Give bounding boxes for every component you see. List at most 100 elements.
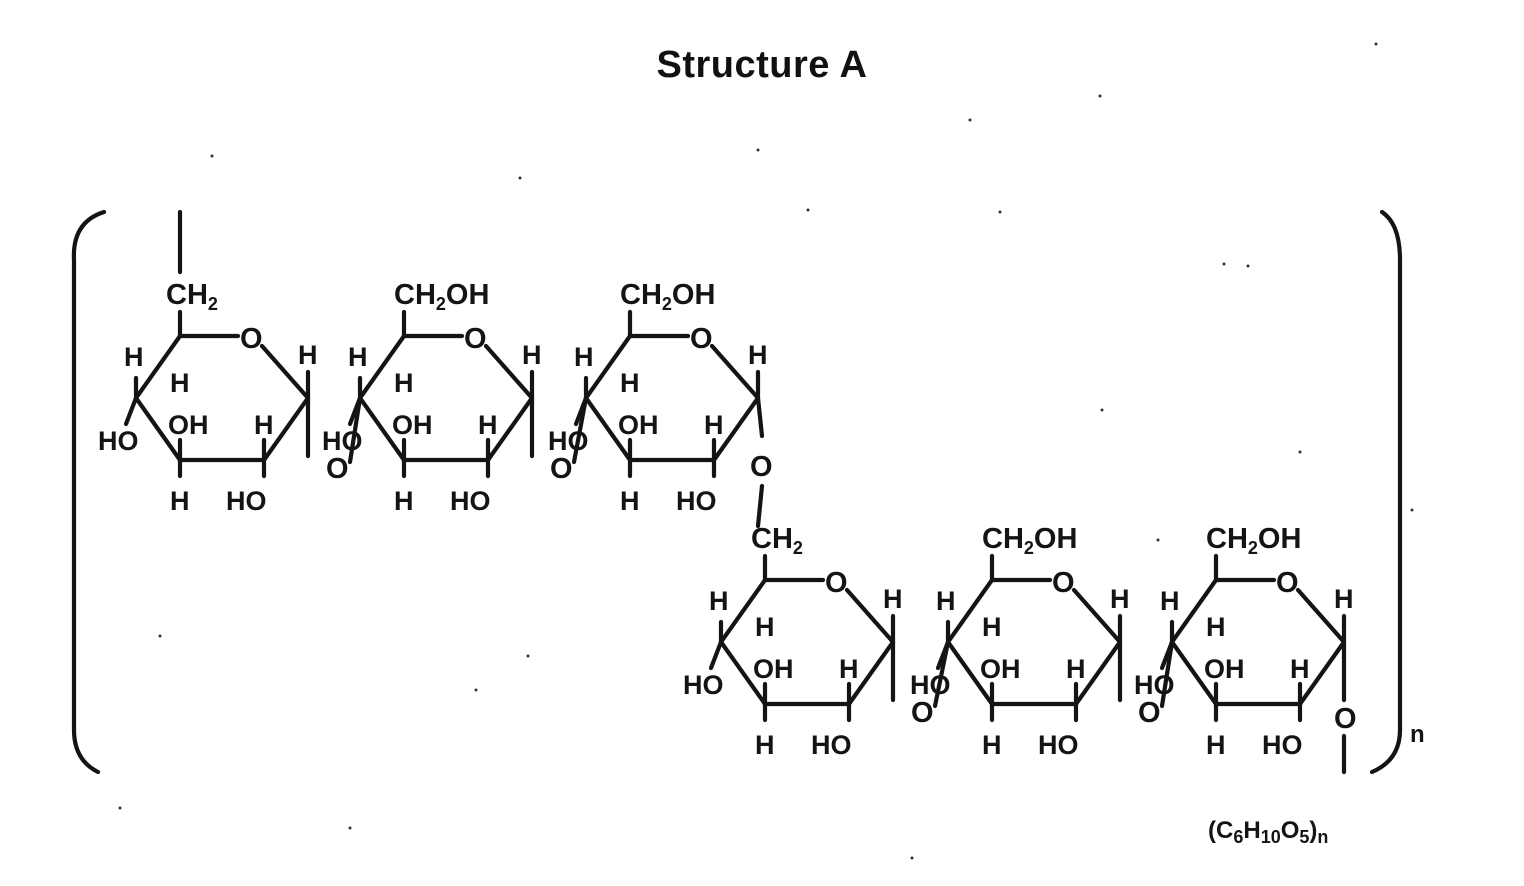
ch2oh-group: CH2OH <box>620 279 715 314</box>
ring-bond <box>846 639 896 707</box>
h-c2: H <box>839 654 859 684</box>
ho-c4: HO <box>683 670 724 700</box>
ring-bond <box>483 343 535 401</box>
h-c1: H <box>522 340 542 370</box>
ring-bond <box>1071 587 1123 645</box>
ring-bond <box>133 395 183 463</box>
terminal-oxygen: O <box>1334 703 1357 735</box>
ring-bond <box>1073 639 1123 707</box>
glycosidic-bond <box>1159 639 1175 709</box>
ring-bond <box>945 639 995 707</box>
ring-bond <box>357 395 407 463</box>
glycosidic-bond <box>571 395 589 465</box>
glycosidic-bond <box>347 395 363 465</box>
oh-c3: OH <box>1204 654 1245 684</box>
h-c3: H <box>170 486 190 516</box>
branch-bond <box>755 395 765 439</box>
glycosidic-oxygen: O <box>1138 697 1161 729</box>
oh-c3: OH <box>753 654 794 684</box>
ring-bond <box>583 333 633 401</box>
glycosidic-links: O O O O O O <box>305 395 1357 775</box>
h-c3: H <box>982 730 1002 760</box>
glycosidic-oxygen: O <box>911 697 934 729</box>
glycosidic-oxygen: O <box>326 453 349 485</box>
h-c5: H <box>620 368 640 398</box>
right-bracket <box>1369 209 1403 775</box>
h-c5: H <box>394 368 414 398</box>
h-c1: H <box>748 340 768 370</box>
glycosidic-bond <box>932 639 951 709</box>
h-c1: H <box>883 584 903 614</box>
h-c4: H <box>574 342 594 372</box>
h-c4: H <box>709 586 729 616</box>
ho-c2: HO <box>1262 730 1303 760</box>
ho-c4: HO <box>910 670 951 700</box>
oh-c3: OH <box>618 410 659 440</box>
h-c4: H <box>1160 586 1180 616</box>
h-c4: H <box>124 342 144 372</box>
h-c2: H <box>478 410 498 440</box>
ring-oxygen: O <box>1276 567 1299 599</box>
ring-oxygen: O <box>825 567 848 599</box>
ring-bond <box>711 395 761 463</box>
ring-bond <box>844 587 896 645</box>
ring-oxygen: O <box>464 323 487 355</box>
ho-c2: HO <box>226 486 267 516</box>
h-c2: H <box>254 410 274 440</box>
left-bracket <box>71 209 107 775</box>
scan-specks <box>118 42 1414 860</box>
ring-bond <box>583 395 633 463</box>
branch-bond <box>755 483 765 529</box>
h-c5: H <box>982 612 1002 642</box>
h-c3: H <box>620 486 640 516</box>
ring-bond <box>945 577 995 645</box>
oh-c3: OH <box>392 410 433 440</box>
glycosidic-oxygen: O <box>550 453 573 485</box>
h-c2: H <box>1066 654 1086 684</box>
repeat-index-label: n <box>1410 721 1425 748</box>
ring-bond <box>1169 577 1219 645</box>
ring-bond <box>1169 639 1219 707</box>
ch2oh-group: CH2OH <box>982 523 1077 558</box>
ring-bond <box>261 395 311 463</box>
h-c4: H <box>348 342 368 372</box>
structure-title: Structure A <box>656 44 868 86</box>
ch2oh-group: CH2OH <box>1206 523 1301 558</box>
ring-bond <box>1295 587 1347 645</box>
ho-c2: HO <box>1038 730 1079 760</box>
h-c5: H <box>170 368 190 398</box>
ring-oxygen: O <box>690 323 713 355</box>
h-c3: H <box>755 730 775 760</box>
ring-bond <box>133 333 183 401</box>
ch2-group: CH2 <box>166 279 218 314</box>
ho-c2: HO <box>676 486 717 516</box>
ring-bond <box>485 395 535 463</box>
branch-oxygen: O <box>750 451 773 483</box>
h-c3: H <box>394 486 414 516</box>
h-c5: H <box>755 612 775 642</box>
ring-bond <box>1297 639 1347 707</box>
ring-bond <box>718 639 768 707</box>
ring-bond <box>357 333 407 401</box>
h-c1: H <box>1334 584 1354 614</box>
h-c1: H <box>1110 584 1130 614</box>
h-c1: H <box>298 340 318 370</box>
ring-bond <box>718 577 768 645</box>
ring-bond <box>259 343 311 401</box>
ho-c2: HO <box>450 486 491 516</box>
h-c2: H <box>704 410 724 440</box>
ch2oh-group: CH2OH <box>394 279 489 314</box>
h-c4: H <box>936 586 956 616</box>
ring-oxygen: O <box>240 323 263 355</box>
ring-oxygen: O <box>1052 567 1075 599</box>
ho-c4: HO <box>98 426 139 456</box>
h-c5: H <box>1206 612 1226 642</box>
h-c3: H <box>1206 730 1226 760</box>
